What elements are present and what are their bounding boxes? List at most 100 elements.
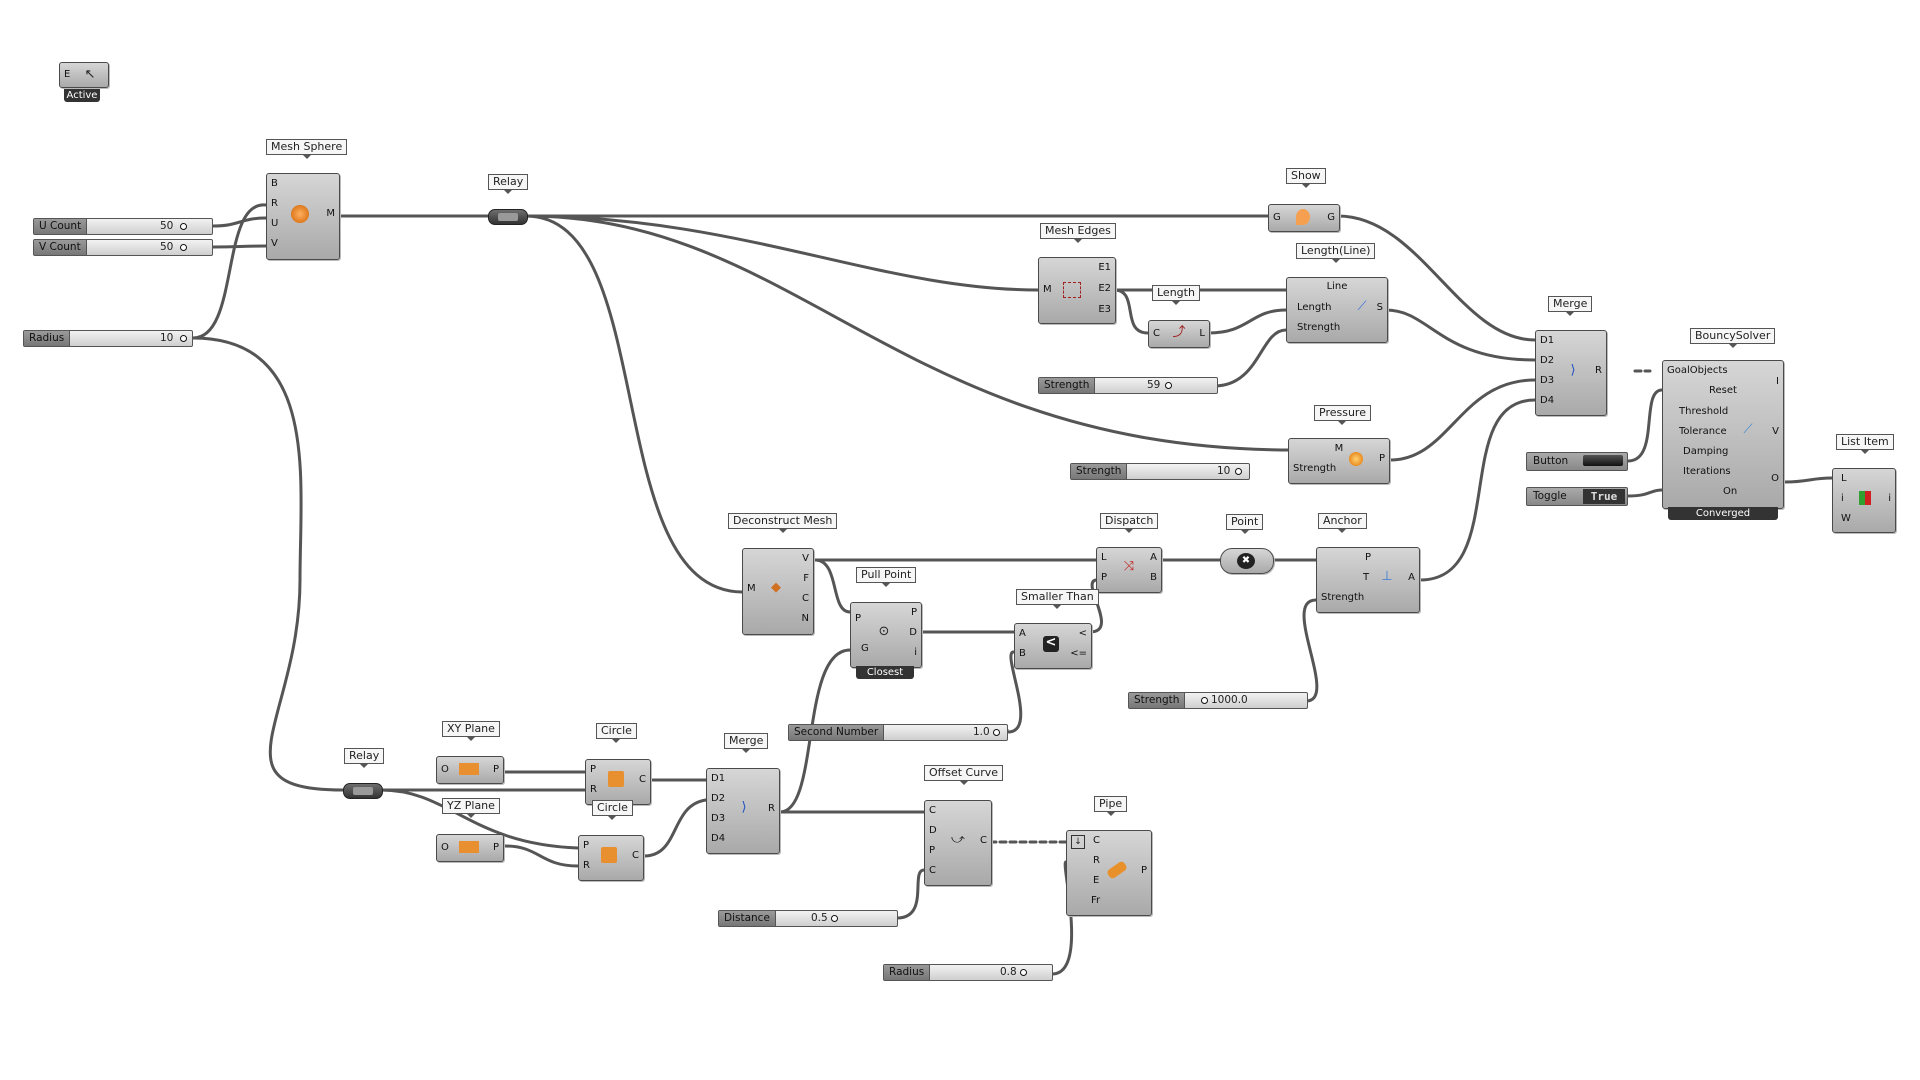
input-port[interactable]: GoalObjects xyxy=(1667,365,1728,376)
slider-radius[interactable]: Radius 10 xyxy=(23,330,193,347)
input-port[interactable]: G xyxy=(1273,212,1281,223)
input-port[interactable]: Iterations xyxy=(1683,466,1731,477)
input-port[interactable]: D2 xyxy=(711,793,726,804)
input-port[interactable]: Tolerance xyxy=(1679,426,1727,437)
output-port[interactable]: C xyxy=(639,774,646,785)
input-port[interactable]: Strength xyxy=(1321,592,1365,603)
relay-node[interactable] xyxy=(343,783,383,799)
input-port[interactable]: D2 xyxy=(1540,355,1555,366)
input-port[interactable]: Reset xyxy=(1709,385,1737,396)
bouncy-solver-component[interactable]: GoalObjects Reset Threshold Tolerance Da… xyxy=(1662,360,1784,509)
output-port[interactable]: C xyxy=(632,850,639,861)
anchor-component[interactable]: P T Strength A ⊥ xyxy=(1316,547,1420,613)
slider-strength-10[interactable]: Strength 10 xyxy=(1070,463,1250,480)
toggle-widget[interactable]: Toggle True xyxy=(1526,487,1628,506)
input-port[interactable]: C xyxy=(929,805,936,816)
output-port[interactable]: P xyxy=(1378,453,1385,464)
output-port[interactable]: I xyxy=(1776,376,1779,387)
slider-strength-59[interactable]: Strength 59 xyxy=(1038,377,1218,394)
slider-v-count[interactable]: V Count 50 xyxy=(33,239,213,256)
mesh-sphere-component[interactable]: B R U V M xyxy=(266,173,340,260)
button-widget[interactable]: Button xyxy=(1526,452,1628,471)
slider-knob[interactable] xyxy=(1201,697,1208,704)
input-port[interactable]: R xyxy=(583,860,590,871)
output-port[interactable]: R xyxy=(1595,365,1602,376)
output-port[interactable]: G xyxy=(1327,212,1335,223)
input-port[interactable]: P xyxy=(1101,572,1108,583)
input-port[interactable]: D1 xyxy=(1540,335,1555,346)
slider-second-number[interactable]: Second Number 1.0 xyxy=(788,724,1008,741)
input-port[interactable]: R xyxy=(590,784,597,795)
output-port[interactable]: L xyxy=(1199,328,1205,339)
output-port[interactable]: R xyxy=(768,803,775,814)
output-port[interactable]: C xyxy=(980,835,987,846)
output-port[interactable]: F xyxy=(803,573,809,584)
slider-knob[interactable] xyxy=(831,915,838,922)
slider-distance[interactable]: Distance 0.5 xyxy=(718,910,898,927)
output-port[interactable]: D xyxy=(909,627,917,638)
input-port[interactable]: P xyxy=(1364,552,1372,563)
circle-component[interactable]: P R C xyxy=(578,835,644,881)
input-port[interactable]: G xyxy=(861,643,869,654)
output-port[interactable]: C xyxy=(802,593,809,604)
input-port[interactable]: D4 xyxy=(711,833,726,844)
input-port[interactable]: O xyxy=(441,842,449,853)
relay-node[interactable] xyxy=(488,209,528,225)
yz-plane-component[interactable]: O P xyxy=(436,834,504,862)
input-port[interactable]: D1 xyxy=(711,773,726,784)
output-port[interactable]: S xyxy=(1376,302,1383,313)
input-port[interactable]: Damping xyxy=(1683,446,1729,457)
input-port[interactable]: A xyxy=(1019,628,1026,639)
output-port[interactable]: P xyxy=(492,842,499,853)
input-port[interactable]: W xyxy=(1841,513,1851,524)
output-port[interactable]: E1 xyxy=(1098,262,1111,273)
merge-component[interactable]: D1 D2 D3 D4 R ⟩ xyxy=(1535,330,1607,416)
circle-component[interactable]: P R C xyxy=(585,759,651,805)
deconstruct-mesh-component[interactable]: M V F C N ◆ xyxy=(742,548,814,635)
length-component[interactable]: C L ⤴ xyxy=(1148,320,1210,348)
output-port[interactable]: i xyxy=(914,647,917,658)
slider-radius-pipe[interactable]: Radius 0.8 xyxy=(883,964,1053,981)
output-port[interactable]: O xyxy=(1771,473,1779,484)
output-port[interactable]: M xyxy=(326,208,335,219)
toggle-value[interactable]: True xyxy=(1583,489,1625,504)
merge-component[interactable]: D1 D2 D3 D4 R ⟩ xyxy=(706,768,780,854)
input-port[interactable]: D3 xyxy=(711,813,726,824)
slider-knob[interactable] xyxy=(180,244,187,251)
output-port[interactable]: B xyxy=(1150,572,1157,583)
slider-knob[interactable] xyxy=(1235,468,1242,475)
input-port[interactable]: C xyxy=(1153,328,1160,339)
input-port[interactable]: Strength xyxy=(1297,322,1341,333)
input-port[interactable]: U xyxy=(271,218,279,229)
slider-knob[interactable] xyxy=(993,729,1000,736)
input-port[interactable]: L xyxy=(1841,473,1847,484)
smaller-than-component[interactable]: A B < <= < xyxy=(1014,623,1092,669)
offset-curve-component[interactable]: C D P C C ⤻ xyxy=(924,800,992,886)
input-port[interactable]: Length xyxy=(1297,302,1332,313)
input-port[interactable]: R xyxy=(271,198,278,209)
output-port[interactable]: A xyxy=(1150,552,1157,563)
mesh-edges-component[interactable]: M E1 E2 E3 xyxy=(1038,257,1116,324)
input-port[interactable]: Strength xyxy=(1293,463,1337,474)
input-port[interactable]: D3 xyxy=(1540,375,1555,386)
output-port[interactable]: i xyxy=(1888,493,1891,504)
slider-knob[interactable] xyxy=(180,223,187,230)
input-port[interactable]: P xyxy=(929,845,936,856)
input-port[interactable]: V xyxy=(271,238,278,249)
input-port[interactable]: R xyxy=(1093,855,1100,866)
input-port[interactable]: On xyxy=(1723,486,1738,497)
input-port[interactable]: P xyxy=(855,613,862,624)
output-port[interactable]: E3 xyxy=(1098,304,1111,315)
input-port[interactable]: M xyxy=(1043,284,1052,295)
list-item-component[interactable]: L i W i xyxy=(1832,468,1896,533)
input-port[interactable]: E xyxy=(1093,875,1100,886)
input-port[interactable]: O xyxy=(441,764,449,775)
input-port[interactable]: M xyxy=(747,583,756,594)
input-port[interactable]: P xyxy=(590,764,597,775)
input-port[interactable]: C xyxy=(929,865,936,876)
output-port[interactable]: V xyxy=(1772,426,1779,437)
input-port[interactable]: T xyxy=(1363,572,1370,583)
input-port[interactable]: D4 xyxy=(1540,395,1555,406)
slider-knob[interactable] xyxy=(1165,382,1172,389)
